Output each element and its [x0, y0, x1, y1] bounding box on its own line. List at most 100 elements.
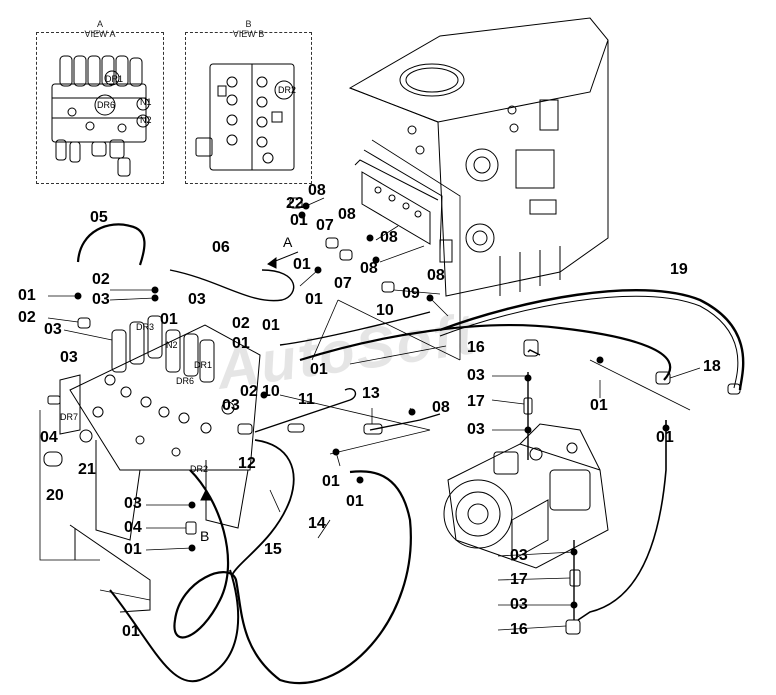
view-direction-arrows: [200, 251, 299, 520]
view-b-inset: B VIEW B: [185, 19, 312, 184]
callout-03: 03: [44, 321, 62, 338]
callout-10: 10: [376, 302, 394, 319]
callout-03: 03: [510, 547, 528, 564]
hose-14: [173, 469, 412, 685]
callout-01: 01: [18, 287, 36, 304]
callout-01: 01: [122, 623, 140, 640]
hose-01-right: [577, 420, 667, 621]
hose-19-inner: [439, 295, 739, 389]
callout-12: 12: [238, 455, 256, 472]
port-label-dr1: DR1: [194, 360, 213, 370]
view-b-letter: B: [245, 19, 252, 29]
callout-01: 01: [293, 256, 311, 273]
leader-lines: [47, 197, 701, 631]
port-label-dr1-view-a: DR1: [105, 74, 124, 84]
view-marker-b: B: [200, 528, 210, 544]
port-label-dr6: DR6: [176, 376, 195, 386]
callout-03: 03: [124, 495, 142, 512]
callout-03: 03: [222, 397, 240, 414]
callout-03: 03: [92, 291, 110, 308]
callout-11: 11: [298, 391, 315, 408]
callout-01: 01: [656, 429, 674, 446]
callout-06: 06: [212, 239, 230, 256]
boundary-lines: [39, 139, 691, 601]
callout-08: 08: [380, 229, 398, 246]
port-label-n1-view-a: N1: [140, 97, 152, 107]
callout-16: 16: [510, 621, 528, 638]
callout-01: 01: [590, 397, 608, 414]
callout-01: 01: [322, 473, 340, 490]
callout-02: 02: [92, 271, 110, 288]
callout-18: 18: [703, 358, 721, 375]
fittings-outline: [47, 197, 741, 635]
callout-03: 03: [467, 421, 485, 438]
port-label-dr2-view-b: DR2: [278, 85, 297, 95]
view-a-letter: A: [96, 19, 103, 29]
view-b-title: B VIEW B: [186, 19, 311, 39]
hydraulic-tank-drawing: [348, 17, 609, 297]
callout-15: 15: [264, 541, 282, 558]
callout-01: 01: [290, 212, 308, 229]
callout-07: 07: [316, 217, 334, 234]
port-label-n2-view-a: N2: [140, 115, 152, 125]
callout-08: 08: [432, 399, 450, 416]
callout-03: 03: [467, 367, 485, 384]
callout-19: 19: [670, 261, 688, 278]
hose-13: [369, 413, 441, 431]
callout-01: 01: [310, 361, 328, 378]
port-label-n2: N2: [166, 340, 178, 350]
callout-07: 07: [334, 275, 352, 292]
hose-05: [76, 223, 146, 266]
callout-17: 17: [467, 393, 485, 410]
callout-04: 04: [124, 519, 142, 536]
callout-01: 01: [232, 335, 250, 352]
callout-02: 02: [232, 315, 250, 332]
callout-08: 08: [360, 260, 378, 277]
callout-03: 03: [188, 291, 206, 308]
callout-01: 01: [160, 311, 178, 328]
hose-15: [231, 439, 295, 576]
control-valve-drawing: [43, 315, 261, 613]
pilot-pump-drawing: [443, 423, 609, 569]
callout-09: 09: [402, 285, 420, 302]
callout-01: 01: [346, 493, 364, 510]
callout-01: 01: [124, 541, 142, 558]
callout-22: 22: [286, 195, 304, 212]
callout-20: 20: [46, 487, 64, 504]
port-label-dr7: DR7: [60, 412, 79, 422]
callout-08: 08: [308, 182, 326, 199]
port-label-dr3: DR3: [136, 322, 155, 332]
view-a-inset: A VIEW A: [36, 19, 164, 184]
callout-02: 02: [18, 309, 36, 326]
view-b-label: VIEW B: [232, 29, 265, 39]
view-a-valve-drawing: [51, 55, 150, 177]
pipe-pump-supply: [527, 349, 541, 356]
hose-06: [169, 269, 295, 302]
port-label-dr2: DR2: [190, 464, 209, 474]
callout-01: 01: [305, 291, 323, 308]
view-b-valve-drawing: [195, 63, 295, 171]
callout-08: 08: [338, 206, 356, 223]
callout-10: 10: [262, 383, 280, 400]
pipe-pump-vertical: [527, 372, 575, 620]
hose-11: [254, 388, 357, 433]
hose-18: [299, 324, 672, 381]
callout-21: 21: [78, 461, 96, 478]
view-marker-a: A: [283, 234, 293, 250]
callout-08: 08: [427, 267, 445, 284]
callout-05: 05: [90, 209, 108, 226]
manifold-block-drawing: [361, 171, 431, 245]
view-a-title: A VIEW A: [37, 19, 163, 39]
view-a-label: VIEW A: [84, 29, 116, 39]
hose-10: [279, 311, 431, 346]
callout-16: 16: [467, 339, 485, 356]
hose-01-left: [109, 569, 240, 683]
callout-14: 14: [308, 515, 326, 532]
callout-02: 02: [240, 383, 258, 400]
callout-17: 17: [510, 571, 528, 588]
port-label-dr6-view-a: DR6: [97, 100, 116, 110]
callout-03: 03: [60, 349, 78, 366]
callout-13: 13: [362, 385, 380, 402]
